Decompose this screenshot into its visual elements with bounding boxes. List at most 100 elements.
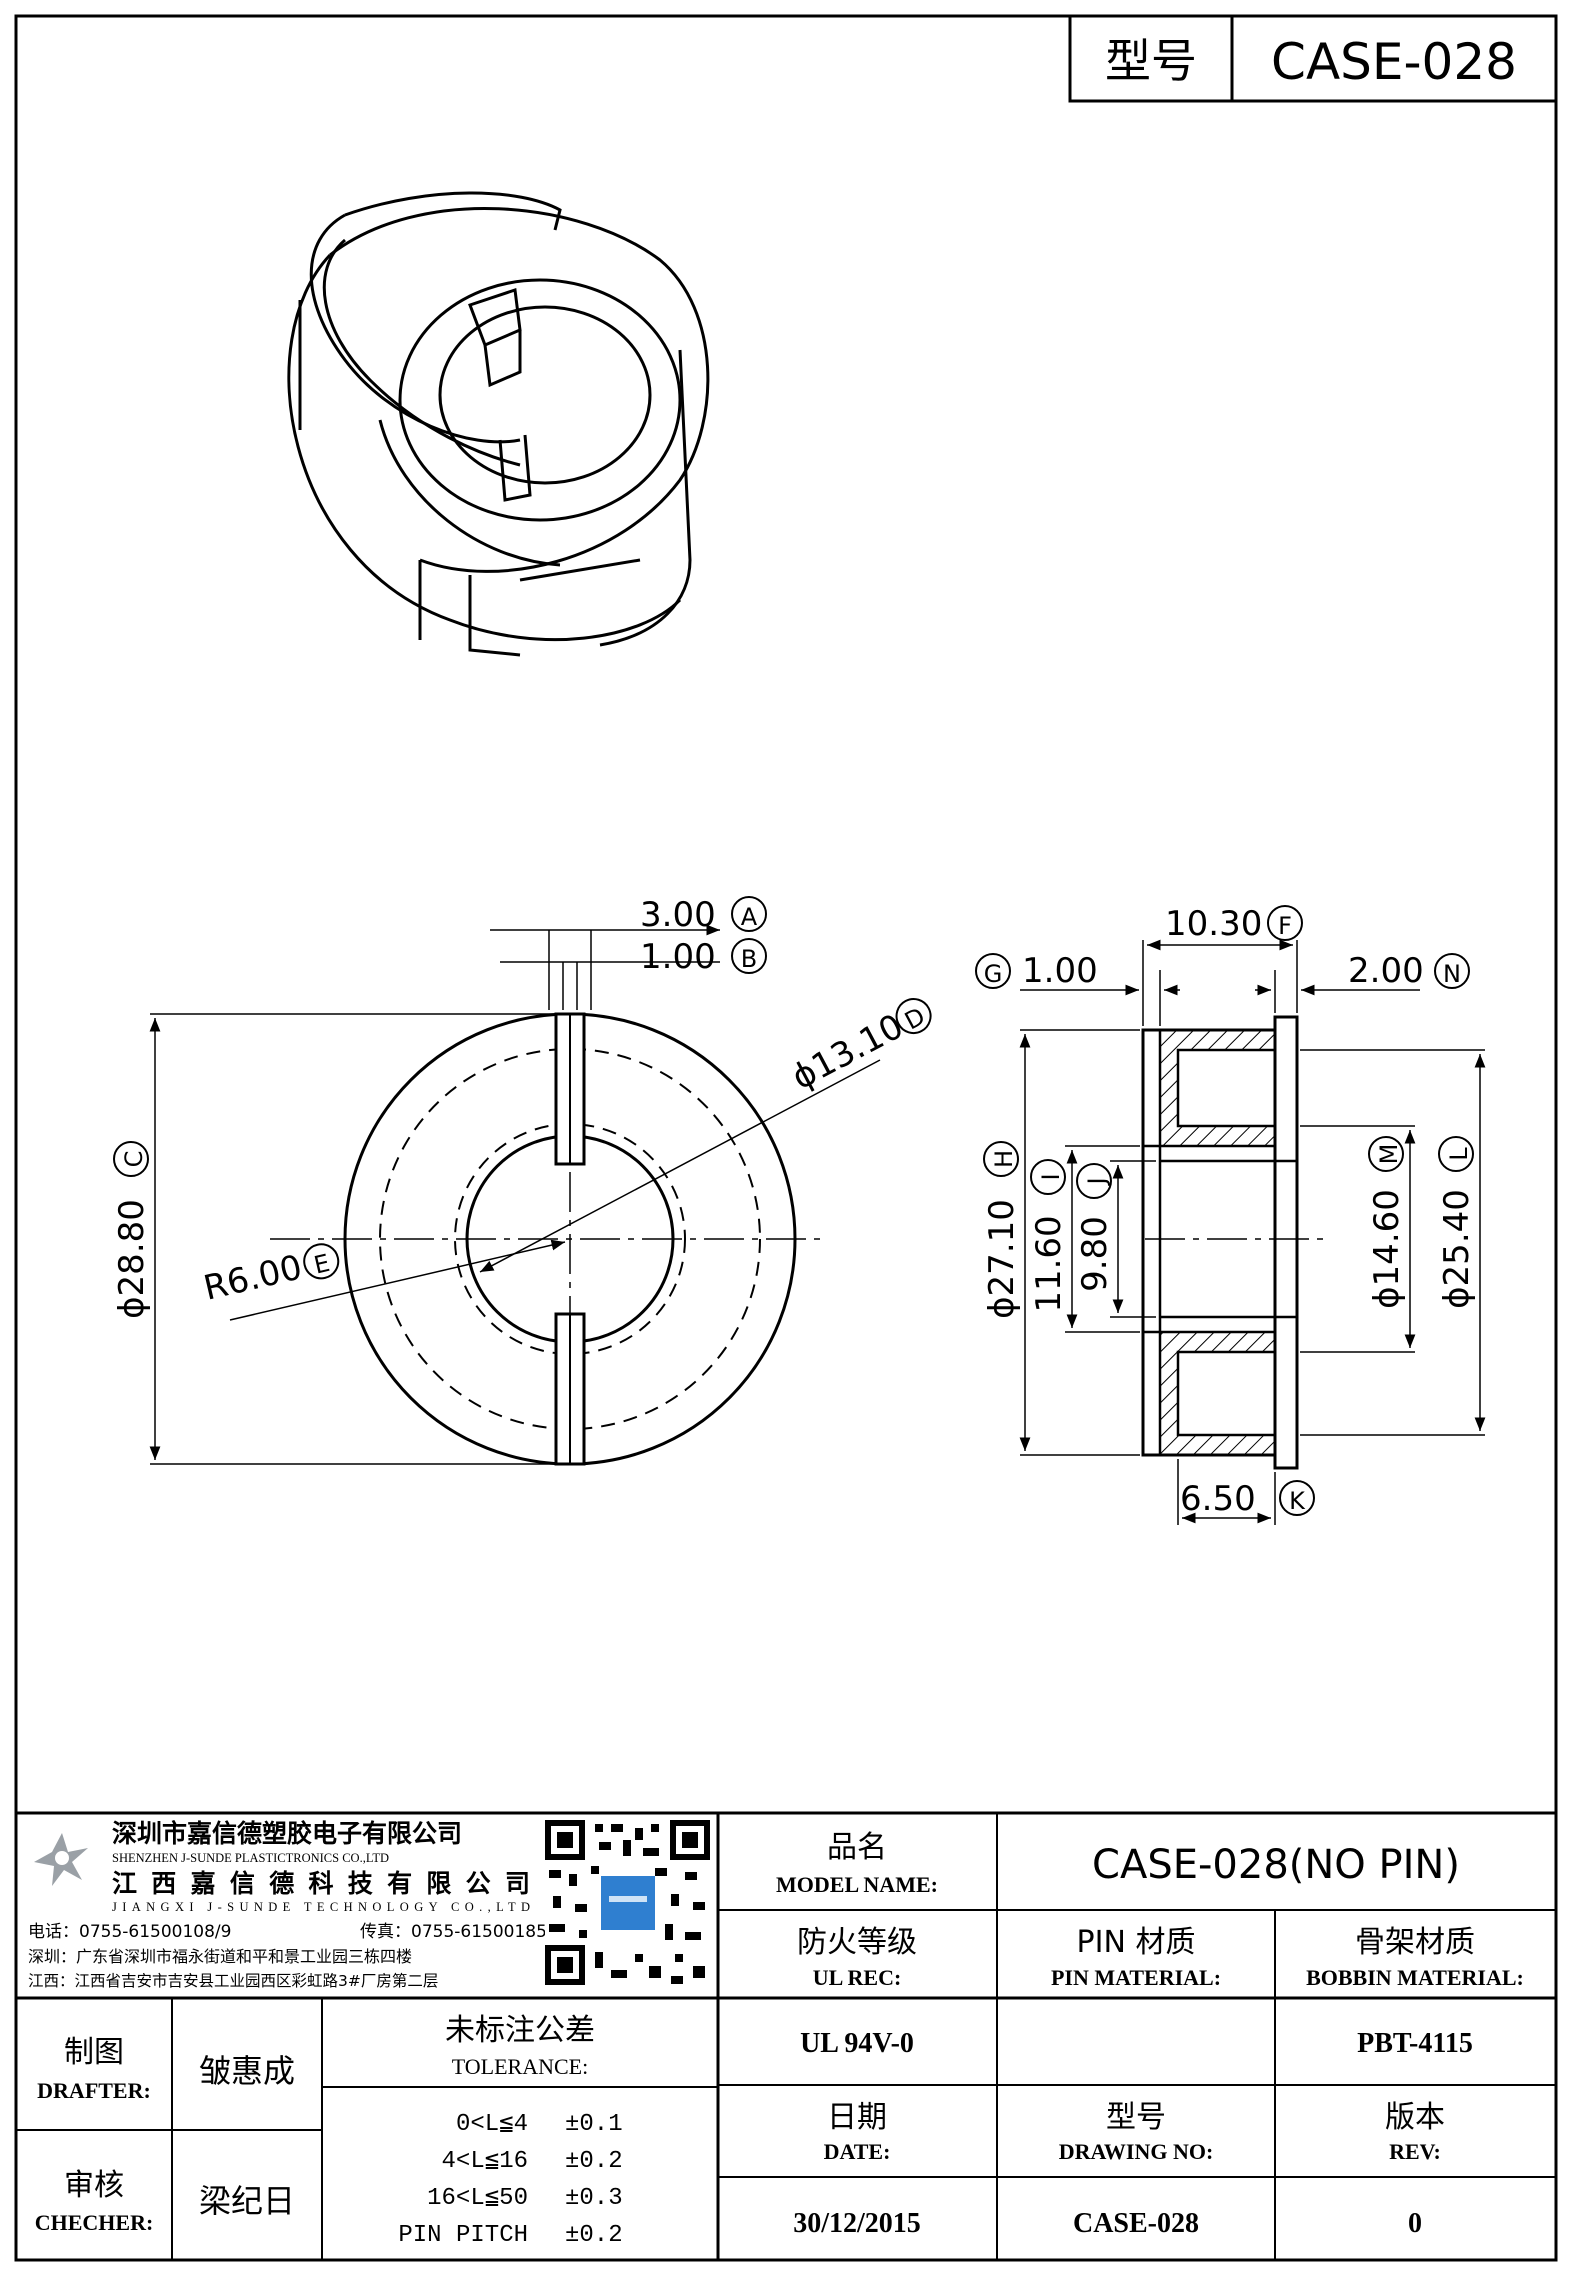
svg-text:MODEL NAME:: MODEL NAME: [776, 1872, 938, 1897]
svg-text:E: E [311, 1249, 332, 1280]
svg-text:9.80: 9.80 [1075, 1216, 1115, 1292]
tolerance-table: 0<L≦4 ±0.1 4<L≦16 ±0.2 16<L≦50 ±0.3 PIN … [398, 2111, 622, 2249]
svg-text:审核: 审核 [64, 2168, 124, 2203]
ul-rec-value: UL 94V-0 [800, 2028, 914, 2059]
header-model: CASE-028 [1271, 33, 1517, 91]
tolerance-range: 0<L≦4 [456, 2111, 528, 2138]
rev-value: 0 [1408, 2208, 1422, 2239]
front-view [149, 924, 881, 1466]
company-name-cn-2: 江西嘉信德科技有限公司 [112, 1869, 530, 1898]
svg-text:UL REC:: UL REC: [813, 1965, 902, 1990]
header-block: 型号 CASE-028 [1068, 14, 1558, 103]
svg-text:N: N [1443, 960, 1461, 988]
front-dim-a: 3.00 A [640, 895, 767, 935]
svg-text:ϕ25.40: ϕ25.40 [1437, 1189, 1477, 1309]
section-dim-i: 11.60 I [1029, 1159, 1069, 1313]
svg-text:制图: 制图 [64, 2035, 124, 2070]
tolerance-value: ±0.3 [565, 2185, 623, 2212]
pin-material-label: PIN 材质 PIN MATERIAL: [1051, 1925, 1221, 1990]
checker-label: 审核 CHECHER: [35, 2168, 154, 2235]
checker-name: 梁纪日 [199, 2182, 295, 2220]
section-dim-n: 2.00 N [1348, 951, 1470, 991]
company-logo [34, 1833, 88, 1886]
bobbin-material-value: PBT-4115 [1357, 2028, 1473, 2059]
drawing-no-value: CASE-028 [1073, 2208, 1199, 2239]
company-info: 深圳市嘉信德塑胶电子有限公司 SHENZHEN J-SUNDE PLASTICT… [28, 1819, 547, 1990]
svg-text:未标注公差: 未标注公差 [445, 2013, 595, 2048]
front-dim-c: ϕ28.80 C [112, 1141, 152, 1319]
bobbin-material-label: 骨架材质 BOBBIN MATERIAL: [1306, 1925, 1524, 1990]
outer-frame [14, 14, 1558, 2262]
date-value: 30/12/2015 [793, 2208, 921, 2239]
svg-text:1.00: 1.00 [1022, 951, 1098, 991]
svg-text:1.00: 1.00 [640, 937, 716, 977]
svg-text:L: L [1445, 1147, 1473, 1161]
rev-label: 版本 REV: [1385, 2100, 1445, 2164]
section-dim-l: ϕ25.40 L [1437, 1136, 1477, 1309]
svg-text:ϕ13.10: ϕ13.10 [785, 1006, 910, 1098]
svg-text:骨架材质: 骨架材质 [1355, 1925, 1475, 1960]
front-dim-d: ϕ13.10 D [785, 998, 932, 1098]
svg-text:REV:: REV: [1389, 2139, 1441, 2164]
svg-text:G: G [984, 960, 1003, 988]
svg-text:I: I [1037, 1173, 1065, 1180]
svg-text:DRAWING NO:: DRAWING NO: [1059, 2139, 1214, 2164]
company-phone: 电话：0755-61500108/9 [28, 1922, 231, 1942]
svg-text:10.30: 10.30 [1165, 904, 1262, 944]
drafter-name: 皱惠成 [199, 2052, 295, 2090]
svg-text:ϕ28.80: ϕ28.80 [112, 1199, 152, 1319]
svg-text:PIN MATERIAL:: PIN MATERIAL: [1051, 1965, 1221, 1990]
model-name-label: 品名 MODEL NAME: [776, 1830, 938, 1897]
svg-text:TOLERANCE:: TOLERANCE: [452, 2054, 588, 2079]
ul-rec-label: 防火等级 UL REC: [797, 1925, 917, 1990]
drafter-label: 制图 DRAFTER: [37, 2035, 151, 2103]
company-address-sz: 深圳：广东省深圳市福永街道和平和景工业园三栋四楼 [28, 1947, 412, 1966]
section-dim-m: ϕ14.60 M [1367, 1136, 1407, 1309]
company-name-cn-1: 深圳市嘉信德塑胶电子有限公司 [112, 1819, 462, 1848]
company-name-en-2: JIANGXI J-SUNDE TECHNOLOGY CO.,LTD [112, 1900, 530, 1914]
svg-text:R6.00: R6.00 [200, 1247, 306, 1308]
svg-text:DRAFTER:: DRAFTER: [37, 2078, 151, 2103]
svg-text:PIN 材质: PIN 材质 [1077, 1925, 1196, 1960]
svg-text:A: A [741, 903, 758, 931]
svg-text:3.00: 3.00 [640, 895, 716, 935]
qr-code [545, 1820, 710, 1985]
section-view [1019, 939, 1486, 1525]
svg-text:M: M [1375, 1144, 1403, 1165]
svg-text:F: F [1278, 912, 1292, 940]
section-dim-f: 10.30 F [1165, 904, 1303, 944]
svg-text:型号: 型号 [1106, 2100, 1166, 2135]
model-name-value: CASE-028(NO PIN) [1092, 1842, 1460, 1888]
date-label: 日期 DATE: [824, 2100, 891, 2164]
section-dim-j: 9.80 J [1075, 1163, 1115, 1292]
svg-text:H: H [990, 1150, 1018, 1168]
tolerance-label: 未标注公差 TOLERANCE: [445, 2013, 595, 2079]
isometric-view [287, 191, 710, 657]
svg-text:11.60: 11.60 [1029, 1215, 1069, 1312]
tolerance-range: 4<L≦16 [442, 2148, 528, 2175]
section-dim-k: 6.50 K [1180, 1479, 1315, 1519]
svg-text:日期: 日期 [827, 2100, 887, 2135]
header-label: 型号 [1105, 34, 1197, 88]
tolerance-value: ±0.2 [565, 2222, 623, 2249]
section-dim-g: G 1.00 [975, 951, 1098, 991]
svg-text:品名: 品名 [827, 1830, 887, 1865]
drawing-no-label: 型号 DRAWING NO: [1059, 2100, 1214, 2164]
svg-text:CHECHER:: CHECHER: [35, 2210, 154, 2235]
title-block-grid [16, 1811, 1556, 2260]
tolerance-range: PIN PITCH [398, 2222, 528, 2249]
company-name-en-1: SHENZHEN J-SUNDE PLASTICTRONICS CO.,LTD [112, 1851, 389, 1865]
svg-text:6.50: 6.50 [1180, 1479, 1256, 1519]
svg-text:ϕ14.60: ϕ14.60 [1367, 1189, 1407, 1309]
company-address-jx: 江西：江西省吉安市吉安县工业园西区彩虹路3#厂房第二层 [28, 1972, 438, 1990]
front-dim-b: 1.00 B [640, 937, 767, 977]
svg-text:DATE:: DATE: [824, 2139, 891, 2164]
tolerance-value: ±0.1 [565, 2111, 623, 2138]
tolerance-value: ±0.2 [565, 2148, 623, 2175]
svg-text:J: J [1083, 1177, 1111, 1186]
svg-text:BOBBIN MATERIAL:: BOBBIN MATERIAL: [1306, 1965, 1524, 1990]
svg-text:ϕ27.10: ϕ27.10 [982, 1199, 1022, 1319]
svg-text:2.00: 2.00 [1348, 951, 1424, 991]
svg-text:防火等级: 防火等级 [797, 1925, 917, 1960]
